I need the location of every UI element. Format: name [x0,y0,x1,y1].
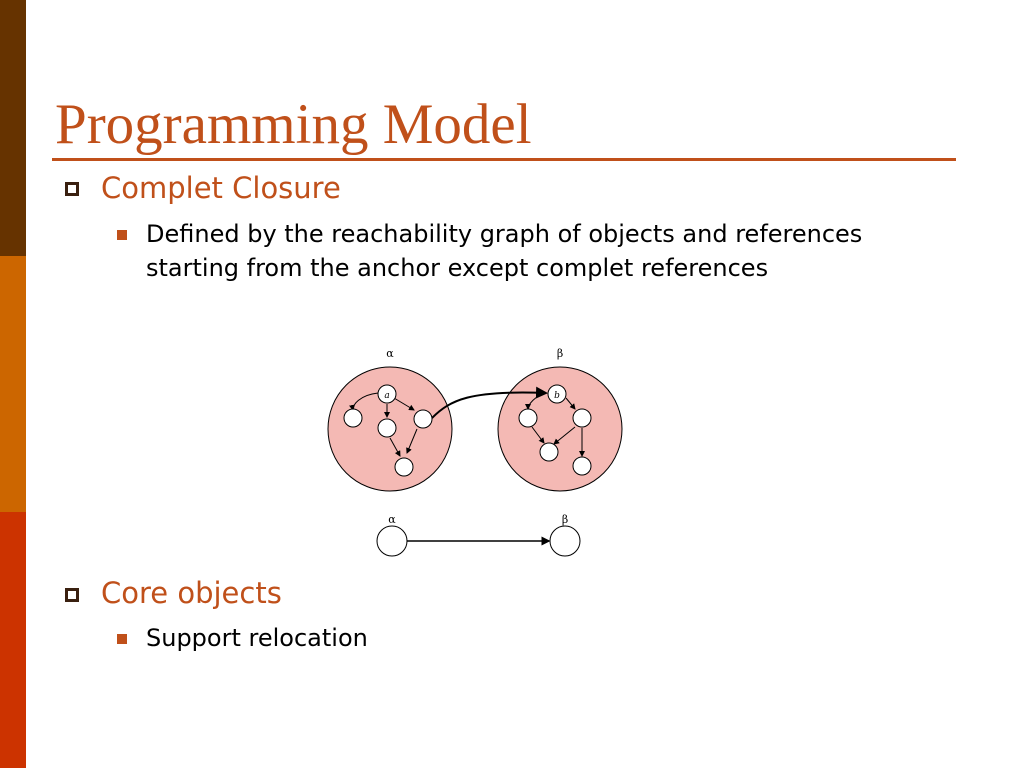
object-node [518,408,538,428]
object-node [539,442,559,462]
sidebar-stripe-bottom [0,512,26,768]
anchor-label-a: a [384,391,389,401]
filled-square-bullet-icon [117,230,127,240]
object-node [377,418,397,438]
object-node [394,457,414,477]
sidebar-stripe-top [0,0,26,256]
object-node [343,408,363,428]
section-heading-core-objects: Core objects [101,576,282,610]
complet-label-beta: β [557,347,563,360]
complet-beta-circle [497,366,623,492]
hollow-square-bullet-icon [65,182,79,196]
slide-title: Programming Model [55,93,532,156]
object-node [572,456,592,476]
complet-closure-diagram: α β a b α β [327,347,623,557]
hollow-square-bullet-icon [65,588,79,602]
abstract-complet-alpha [376,525,408,557]
filled-square-bullet-icon [117,634,127,644]
anchor-node-a [377,384,397,404]
edge [553,426,576,445]
complet-reference-edge [431,386,548,419]
anchor-label-b: b [554,391,560,401]
abstract-complet-beta [549,525,581,557]
object-node [572,408,592,428]
abstract-label-alpha: α [388,513,396,526]
edge [406,428,418,454]
complet-label-alpha: α [386,347,394,360]
edge [565,397,576,410]
bullet-text-reachability: Defined by the reachability graph of obj… [146,220,863,282]
anchor-node-b [547,384,567,404]
object-node [413,409,433,429]
edge [393,397,415,411]
section-heading-complet-closure: Complet Closure [101,171,341,205]
edge [531,426,545,444]
edge [389,437,401,457]
bullet-text-support-relocation: Support relocation [146,624,368,652]
title-underline [52,158,956,161]
abstract-label-beta: β [562,513,568,526]
sidebar-stripe-middle [0,256,26,512]
